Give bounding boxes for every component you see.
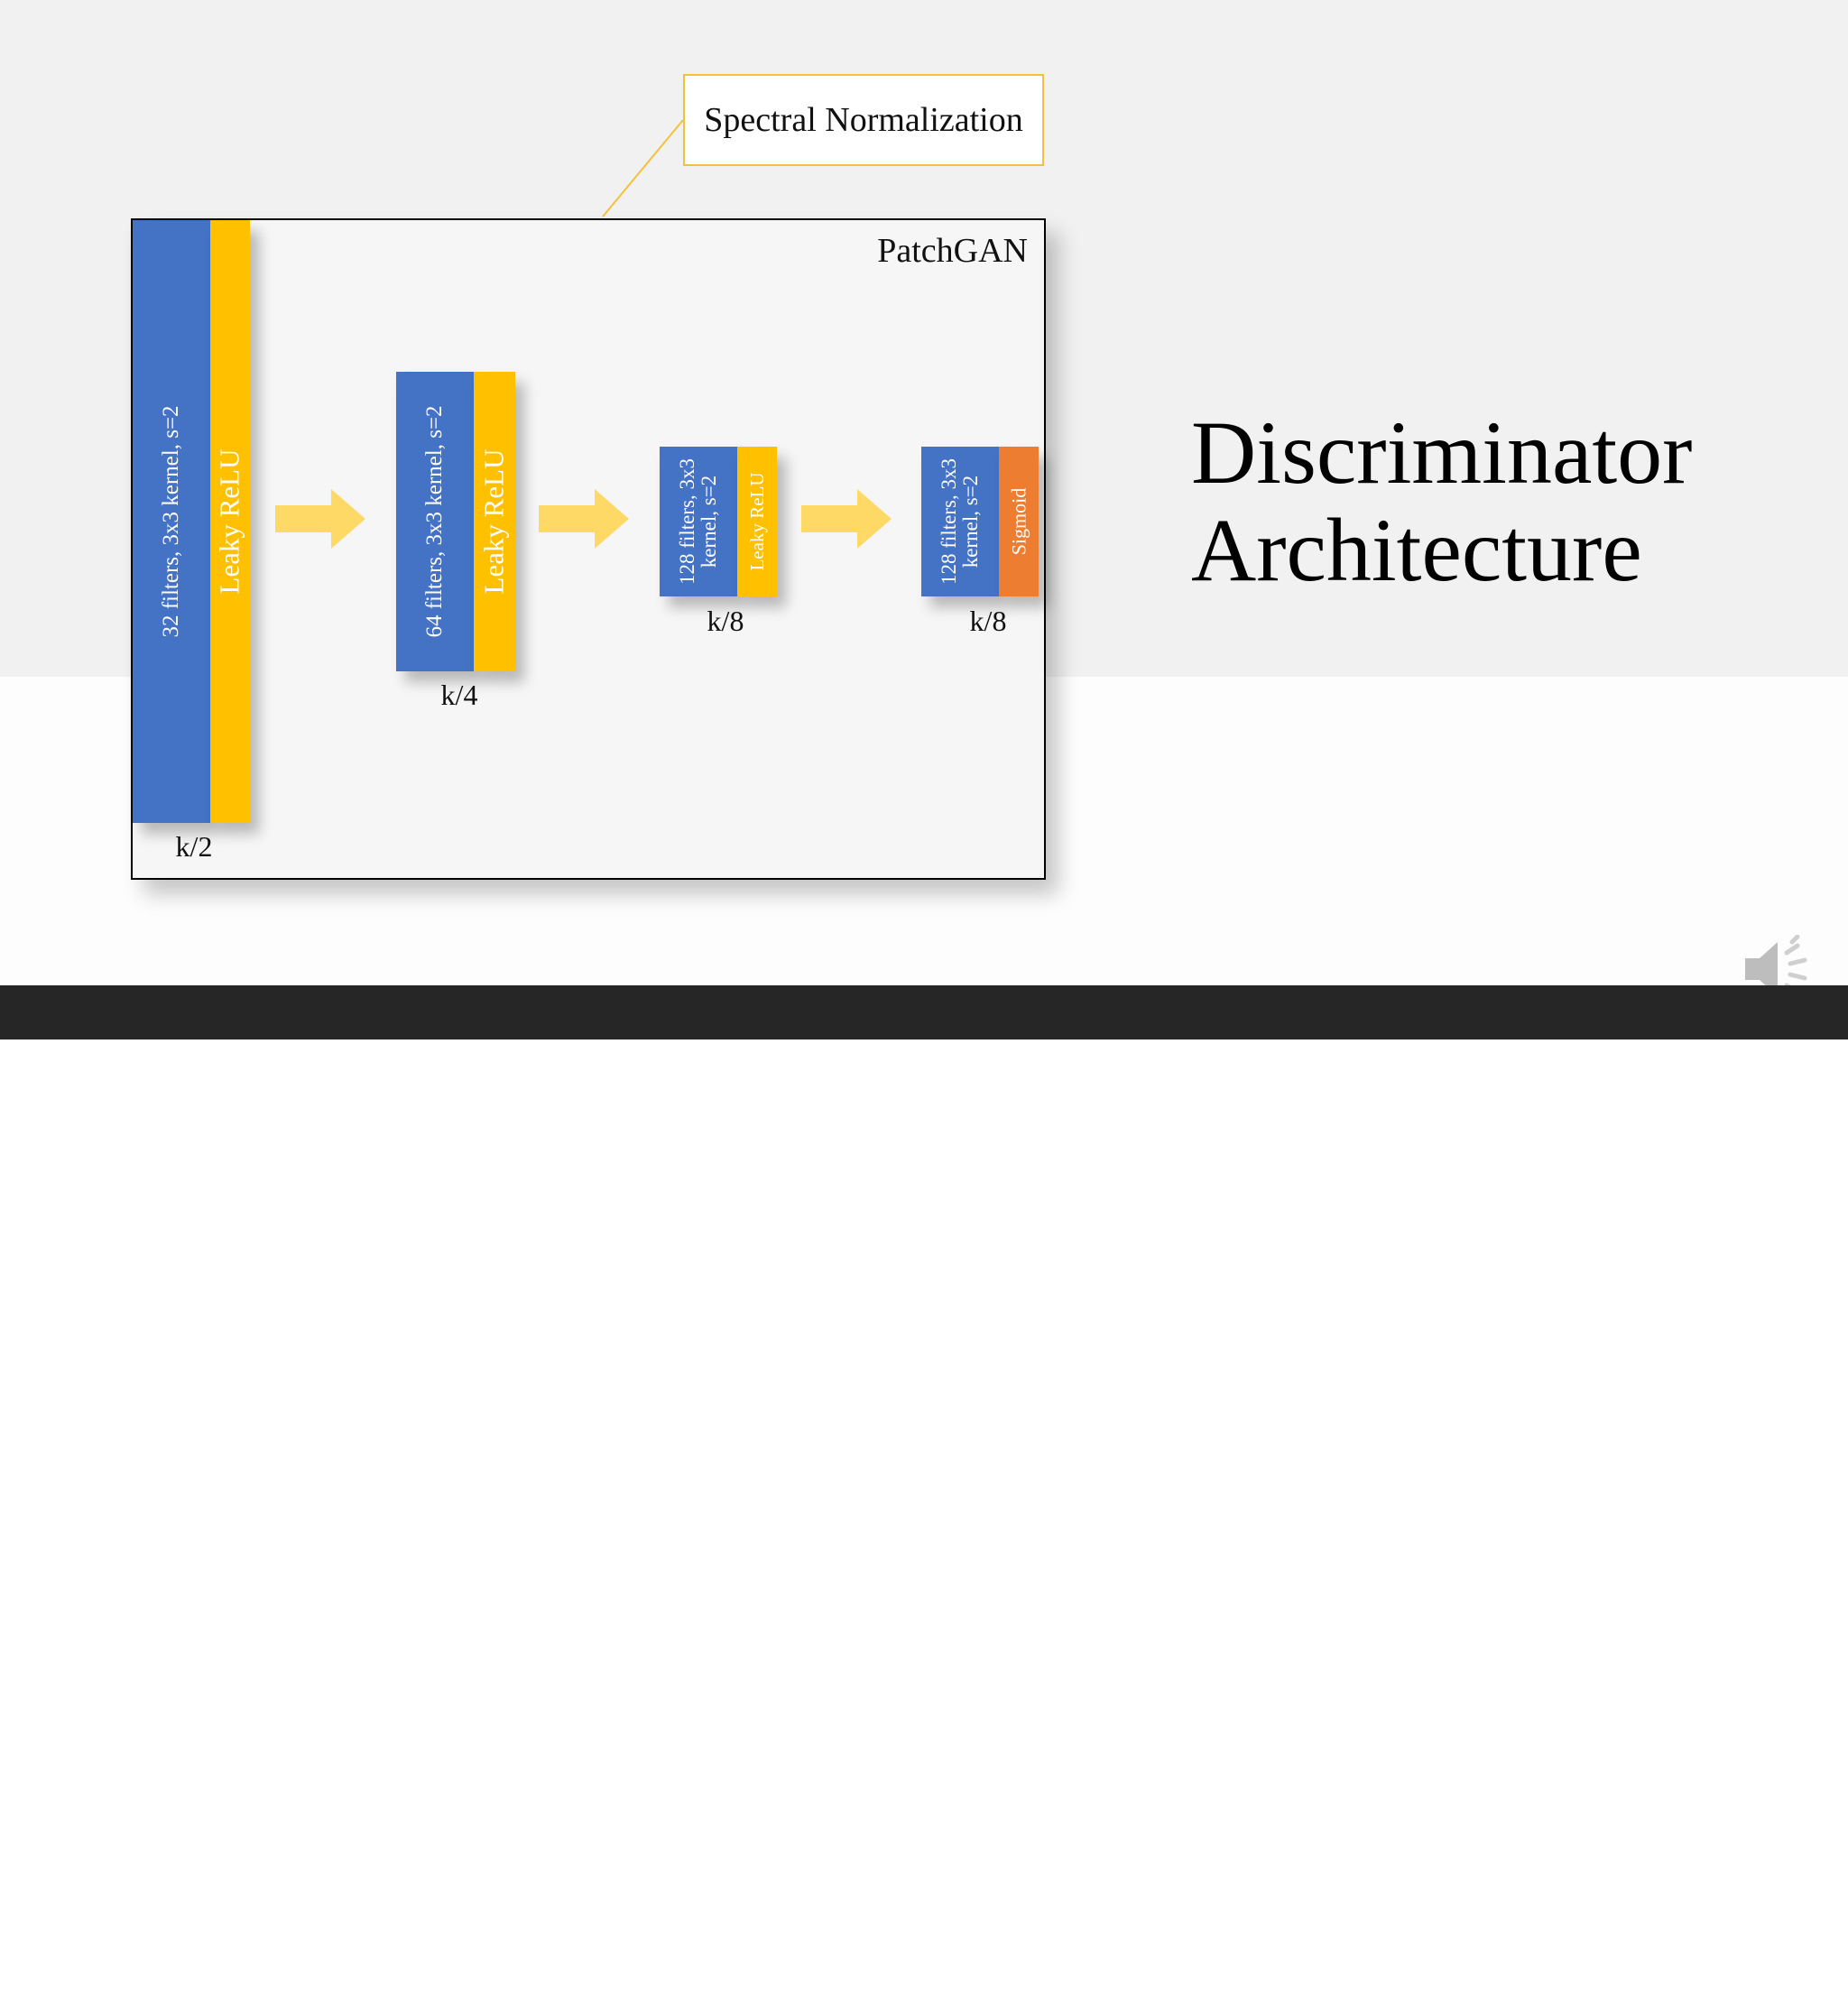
callout-leader-line — [602, 119, 684, 217]
leaky-relu-3-label: Leaky ReLU — [745, 472, 768, 571]
leaky-relu-layer-3: Leaky ReLU — [737, 447, 777, 596]
slide-title-line-2: Architecture — [1191, 500, 1642, 600]
slide-title-line-1: Discriminator — [1191, 402, 1693, 503]
conv-layer-1-label: 32 filters, 3x3 kernel, s=2 — [158, 405, 183, 638]
conv-layer-2: 64 filters, 3x3 kernel, s=2 — [396, 372, 474, 671]
sigmoid-label: Sigmoid — [1007, 487, 1030, 556]
conv-layer-2-label: 64 filters, 3x3 kernel, s=2 — [421, 405, 447, 638]
spectral-normalization-callout: Spectral Normalization — [683, 74, 1044, 166]
leaky-relu-layer-1: Leaky ReLU — [210, 220, 250, 823]
patchgan-diagram: PatchGAN 32 filters, 3x3 kernel, s=2 Lea… — [131, 218, 1046, 880]
size-label-1: k/2 — [175, 830, 213, 863]
callout-label: Spectral Normalization — [704, 101, 1023, 139]
slide-footer-bar: 9 — [0, 985, 1848, 2004]
layer-block-2: 64 filters, 3x3 kernel, s=2 Leaky ReLU — [396, 372, 515, 671]
patchgan-label: PatchGAN — [877, 232, 1028, 270]
conv-layer-1: 32 filters, 3x3 kernel, s=2 — [133, 220, 210, 823]
size-label-3: k/8 — [707, 605, 744, 637]
arrow-right-icon — [275, 489, 365, 549]
leaky-relu-layer-2: Leaky ReLU — [474, 372, 515, 671]
size-label-4: k/8 — [969, 605, 1007, 637]
slide-title: Discriminator Architecture — [1191, 404, 1692, 599]
arrow-right-icon — [801, 489, 892, 549]
size-label-2: k/4 — [440, 679, 478, 711]
sigmoid-layer: Sigmoid — [999, 447, 1039, 596]
leaky-relu-1-label: Leaky ReLU — [213, 448, 245, 595]
leaky-relu-2-label: Leaky ReLU — [477, 448, 510, 595]
layer-block-1: 32 filters, 3x3 kernel, s=2 Leaky ReLU — [133, 220, 250, 823]
arrow-right-icon — [539, 489, 629, 549]
page-number: 9 — [1733, 1986, 1743, 2004]
